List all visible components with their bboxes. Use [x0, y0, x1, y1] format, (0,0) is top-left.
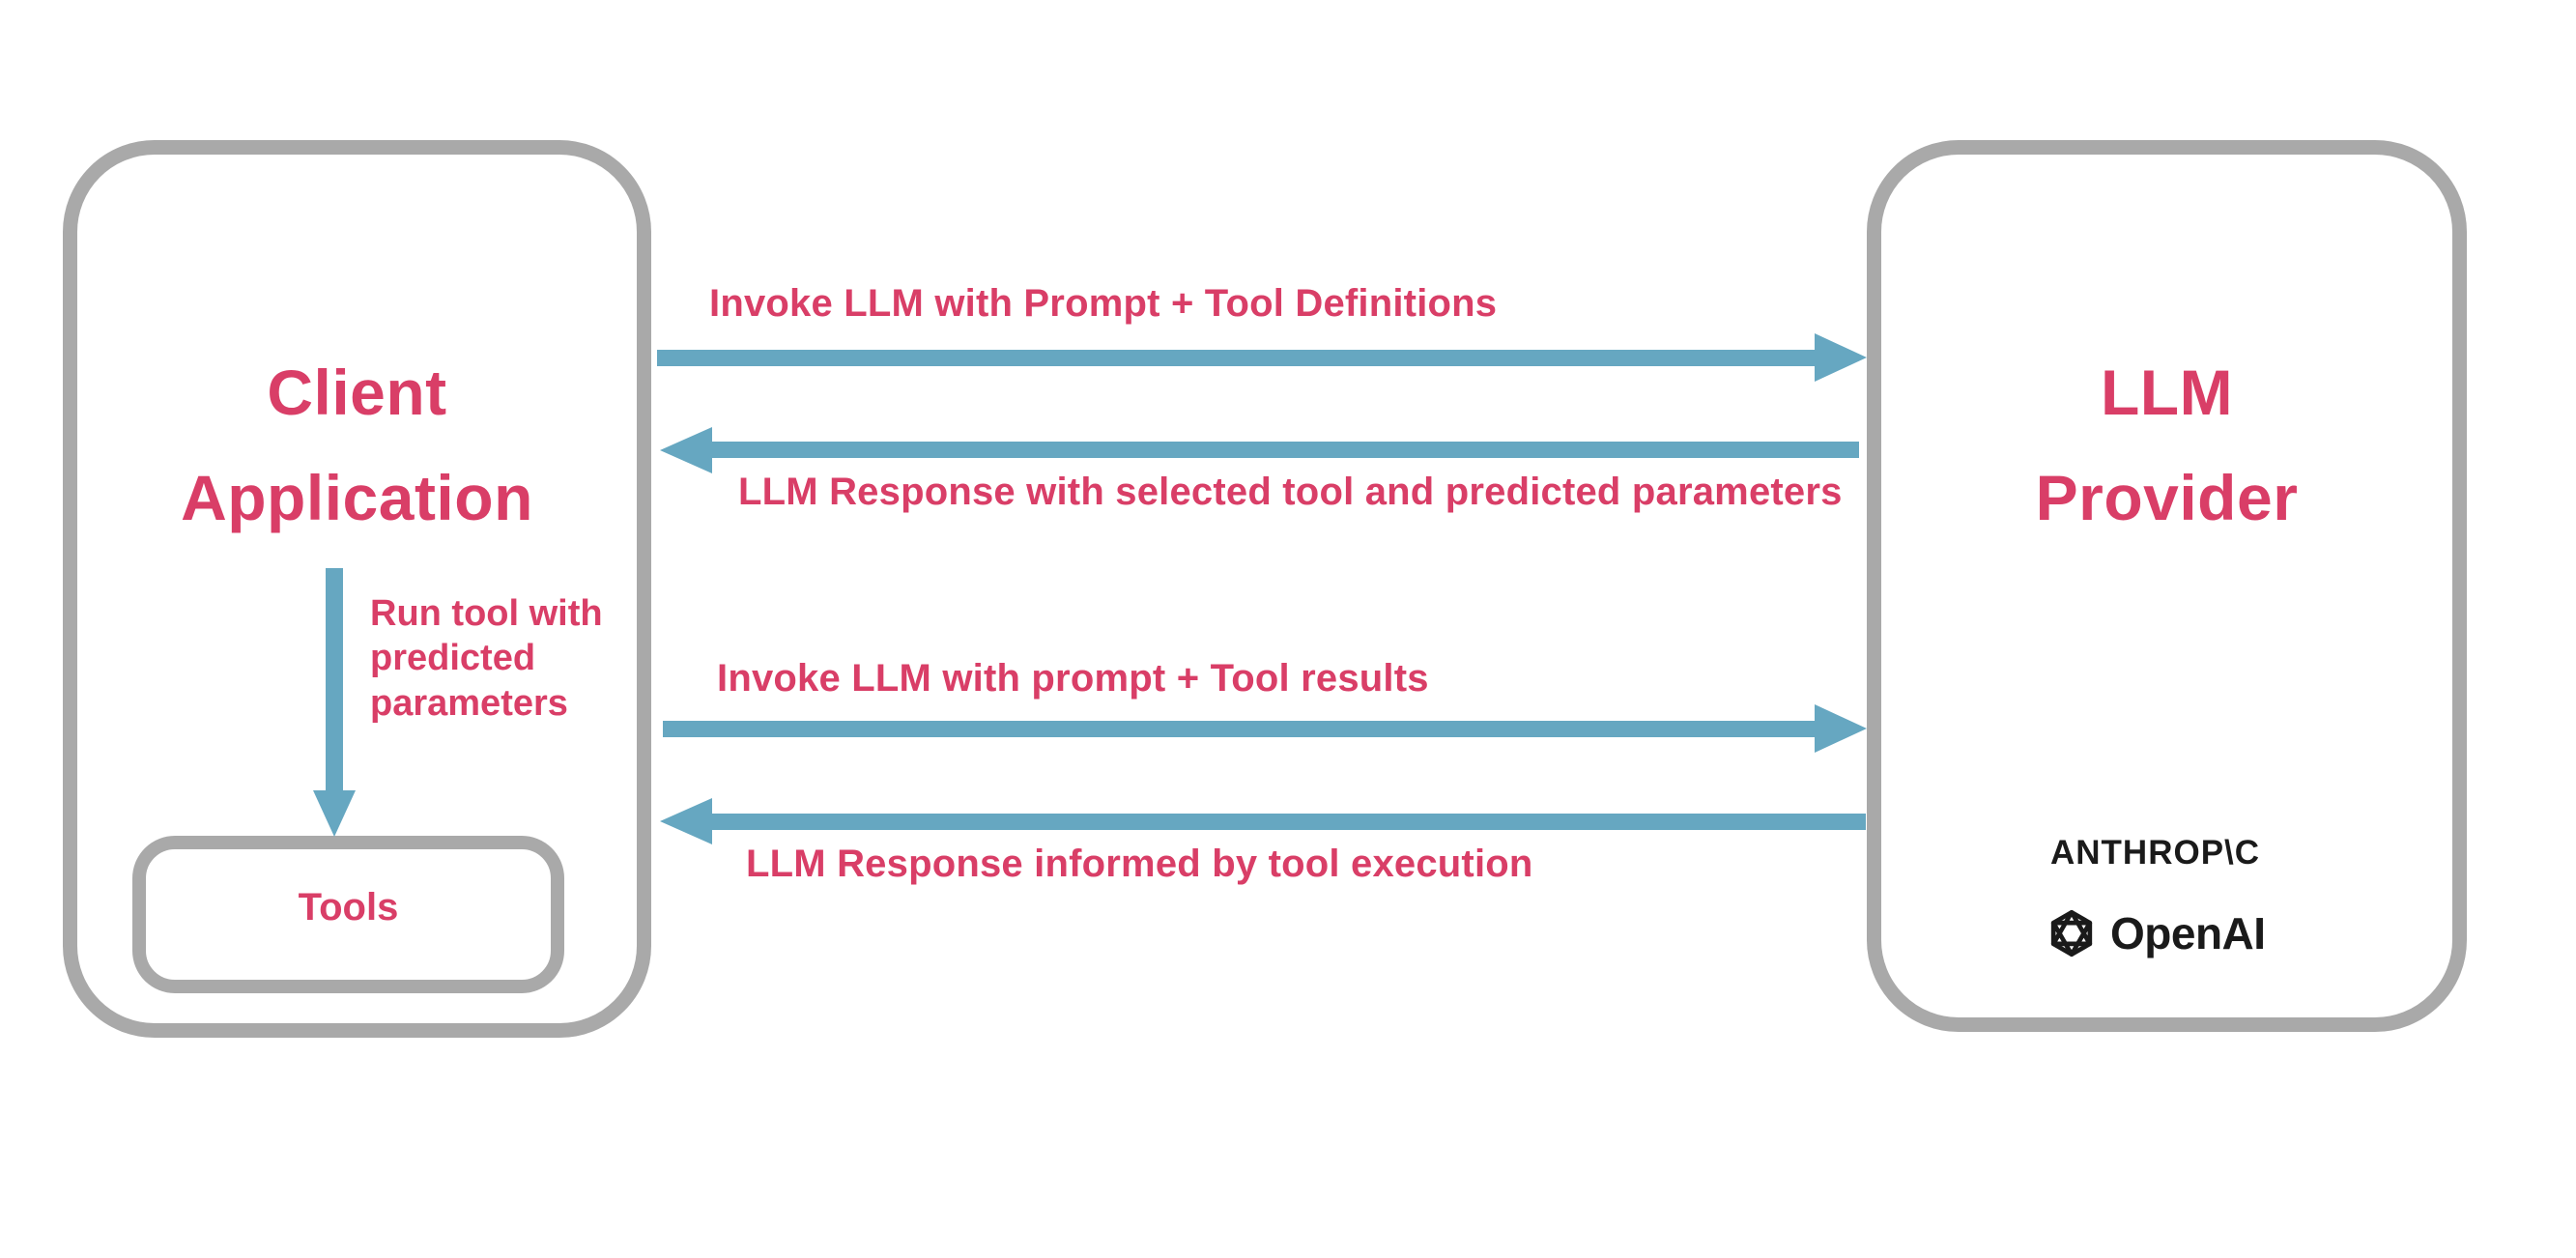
anthropic-wordmark: ANTHROP\C — [2050, 834, 2261, 872]
client-application-title: Client Application — [181, 357, 533, 533]
flow-label-invoke-with-definitions: Invoke LLM with Prompt + Tool Definition… — [709, 282, 1498, 325]
arrow-right-invoke-definitions — [657, 350, 1815, 366]
openai-logo-icon — [2050, 909, 2093, 958]
flow-label-invoke-with-results: Invoke LLM with prompt + Tool results — [717, 657, 1429, 700]
flow-label-response-selected-tool: LLM Response with selected tool and pred… — [738, 471, 1843, 513]
arrow-left-head-icon — [660, 427, 712, 473]
arrow-down-head-icon — [313, 790, 356, 837]
tools-box — [132, 836, 564, 993]
arrow-right-head-icon — [1815, 333, 1867, 382]
flow-label-response-final: LLM Response informed by tool execution — [746, 843, 1533, 885]
openai-logo: OpenAI — [2043, 904, 2266, 962]
arrow-left-response-selected-tool — [712, 442, 1859, 458]
llm-provider-title: LLM Provider — [2035, 357, 2299, 533]
tools-box-label: Tools — [298, 886, 399, 929]
arrow-left-head-icon — [660, 798, 712, 844]
run-tool-note: Run tool with predicted parameters — [370, 593, 603, 724]
openai-wordmark: OpenAI — [2110, 908, 2266, 958]
arrow-right-invoke-results — [663, 721, 1815, 737]
arrow-right-head-icon — [1815, 704, 1867, 753]
llm-provider-box — [1867, 140, 2467, 1032]
arrow-left-response-final — [712, 814, 1866, 830]
arrow-down-run-tool — [326, 568, 343, 790]
